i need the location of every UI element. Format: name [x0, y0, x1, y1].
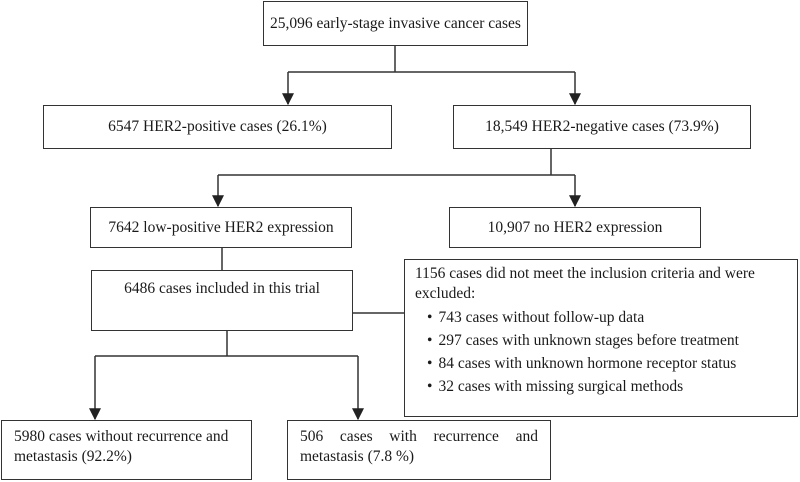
included-label: 6486 cases included in this trial: [124, 280, 320, 297]
exclusion-line1: 1156 cases did not meet the inclusion cr…: [415, 265, 755, 282]
her2-positive-label: 6547 HER2-positive cases (26.1%): [108, 118, 327, 135]
recurrence-line1: 506 cases with recurrence and: [300, 428, 538, 445]
no-recurrence-line1: 5980 cases without recurrence and: [14, 428, 229, 445]
total-cases-label: 25,096 early-stage invasive cancer cases: [270, 14, 521, 32]
exclusion-box: 1156 cases did not meet the inclusion cr…: [404, 259, 798, 417]
exclusion-line2: excluded:: [415, 285, 476, 302]
exclusion-item: 32 cases with missing surgical methods: [427, 375, 787, 398]
included-box: 6486 cases included in this trial: [91, 270, 353, 331]
total-cases-box: 25,096 early-stage invasive cancer cases: [263, 1, 528, 46]
exclusion-item: 84 cases with unknown hormone receptor s…: [427, 352, 787, 375]
no-expression-box: 10,907 no HER2 expression: [449, 207, 701, 248]
exclusion-item: 743 cases without follow-up data: [427, 306, 787, 329]
no-recurrence-box: 5980 cases without recurrence and metast…: [1, 420, 252, 480]
recurrence-box: 506 cases with recurrence and metastasis…: [287, 420, 551, 480]
her2-negative-label: 18,549 HER2-negative cases (73.9%): [485, 118, 719, 135]
no-expression-label: 10,907 no HER2 expression: [487, 218, 663, 236]
low-positive-box: 7642 low-positive HER2 expression: [90, 207, 352, 248]
recurrence-line2: metastasis (7.8 %): [300, 448, 415, 465]
low-positive-label: 7642 low-positive HER2 expression: [108, 218, 334, 236]
her2-positive-box: 6547 HER2-positive cases (26.1%): [43, 105, 392, 149]
her2-negative-box: 18,549 HER2-negative cases (73.9%): [453, 105, 751, 149]
no-recurrence-line2: metastasis (92.2%): [14, 448, 132, 465]
exclusion-item: 297 cases with unknown stages before tre…: [427, 329, 787, 352]
exclusion-list: 743 cases without follow-up data 297 cas…: [415, 306, 787, 398]
